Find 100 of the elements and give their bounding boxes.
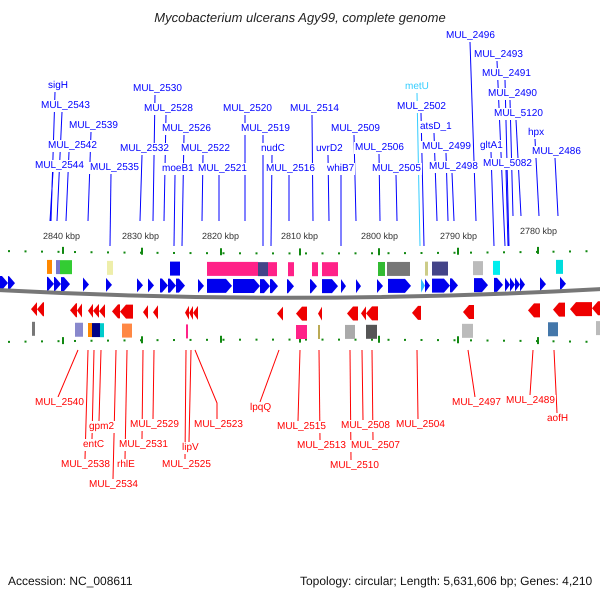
gene-label: MUL_2498 [428, 161, 479, 173]
gene-label: MUL_2538 [60, 459, 111, 471]
leader-line [194, 350, 218, 420]
gene-label: MUL_2496 [445, 30, 496, 42]
gene-label: MUL_2529 [129, 419, 180, 431]
gene-label: MUL_2532 [119, 143, 170, 155]
gene-label: MUL_2493 [473, 49, 524, 61]
leader-line [84, 350, 88, 460]
gene-label: entC [82, 439, 106, 451]
gene-label: MUL_2490 [487, 88, 538, 100]
leader-line [110, 174, 112, 246]
gene-label: MUL_2497 [451, 397, 502, 409]
scale-label: 2840 kbp [43, 231, 80, 241]
leader-line [362, 350, 364, 420]
gene-label: MUL_2515 [276, 421, 327, 433]
leader-line [490, 152, 494, 246]
gene-label: MUL_5120 [493, 108, 544, 120]
gene-label: MUL_2526 [161, 123, 212, 135]
gene-label: MUL_2530 [132, 83, 183, 95]
scale-label: 2790 kbp [440, 231, 478, 241]
gene-label: MUL_2531 [118, 439, 169, 451]
gene-label: MUL_2499 [421, 141, 472, 153]
scale-label: 2810 kbp [281, 231, 318, 241]
leader-line [184, 350, 186, 460]
gene-label: MUL_2508 [340, 420, 391, 432]
leader-line [262, 134, 264, 246]
leader-line [470, 42, 476, 222]
gene-label: MUL_2544 [34, 160, 85, 172]
gene-label: MUL_2509 [330, 123, 381, 135]
gene-label: gpm2 [88, 421, 116, 433]
gene-label: atsD_1 [419, 121, 453, 133]
gene-label: hpx [527, 127, 546, 139]
leader-line [372, 350, 374, 440]
footer-text: Accession: NC_008611 [8, 574, 133, 588]
gene-label: MUL_2528 [143, 103, 194, 115]
leader-line [468, 350, 476, 398]
scale-label: 2830 kbp [122, 231, 160, 241]
leader-line [270, 154, 272, 246]
gene-label: MUL_2506 [354, 142, 405, 154]
gene-label: MUL_2539 [68, 120, 119, 132]
leader-line [516, 120, 522, 216]
gene-label: MUL_2525 [161, 459, 212, 471]
gene-label: MUL_2520 [222, 103, 273, 115]
leader-line [92, 350, 94, 440]
gene-label: lpqQ [249, 402, 272, 414]
gene-label: MUL_2504 [395, 419, 446, 431]
gene-label: MUL_2534 [88, 479, 139, 491]
leader-line [112, 350, 116, 480]
gene-label: whiB7 [326, 163, 356, 175]
gene-label: gltA1 [479, 140, 504, 152]
leader-line [530, 350, 534, 396]
gene-label: MUL_2486 [531, 146, 582, 158]
scale-label: 2800 kbp [361, 231, 398, 241]
gene-label: MUL_2522 [180, 143, 231, 155]
diagram-title: Mycobacterium ulcerans Agy99, complete genome [153, 10, 447, 25]
gene-label: MUL_2535 [89, 162, 140, 174]
gene-label: MUL_2540 [34, 397, 85, 409]
leader-line [416, 350, 418, 420]
leader-line [340, 174, 342, 246]
gene-label: sigH [47, 80, 70, 92]
leader-line [452, 172, 454, 222]
leader-line [174, 174, 176, 246]
leader-line [312, 114, 314, 222]
scale-label: 2780 kbp [520, 226, 558, 236]
gene-label: MUL_2502 [396, 101, 447, 113]
leader-line [554, 350, 558, 414]
leader-line [188, 350, 192, 442]
gene-label: MUL_2505 [371, 163, 422, 175]
scale-label: 2820 kbp [202, 231, 240, 241]
gene-label: MUL_2514 [289, 103, 340, 115]
gene-label: lipV [181, 442, 200, 454]
leader-line [58, 350, 78, 398]
leader-line [396, 174, 398, 222]
leader-line [140, 154, 142, 222]
footer-text: Topology: circular; Length: 5,631,606 bp; Genes: 4,210 [300, 574, 592, 588]
leader-line [142, 350, 144, 440]
leader-line [298, 350, 300, 422]
leader-line [218, 174, 220, 222]
gene-label: MUL_2491 [481, 68, 532, 80]
leader-line [506, 170, 508, 246]
gene-label: MUL_2507 [350, 440, 401, 452]
leader-line [288, 174, 290, 222]
leader-line [98, 350, 102, 422]
leader-line [318, 350, 320, 440]
leader-line [152, 350, 154, 420]
gene-label: MUL_2543 [40, 100, 91, 112]
gene-label: MUL_2510 [329, 460, 380, 472]
leader-line [554, 158, 558, 216]
gene-label: MUL_2513 [296, 440, 347, 452]
gene-label: nudC [260, 143, 286, 155]
leader-line [124, 350, 128, 460]
gene-label: MUL_2489 [505, 395, 556, 407]
gene-label: MUL_2542 [47, 140, 98, 152]
leader-line [354, 134, 356, 222]
gene-label: moeB1 [161, 163, 195, 175]
gene-label: MUL_2523 [193, 419, 244, 431]
gene-label: MUL_2516 [265, 163, 316, 175]
gene-label: MUL_2519 [240, 123, 291, 135]
gene-label: MUL_5082 [482, 158, 533, 170]
leader-line [50, 172, 54, 222]
